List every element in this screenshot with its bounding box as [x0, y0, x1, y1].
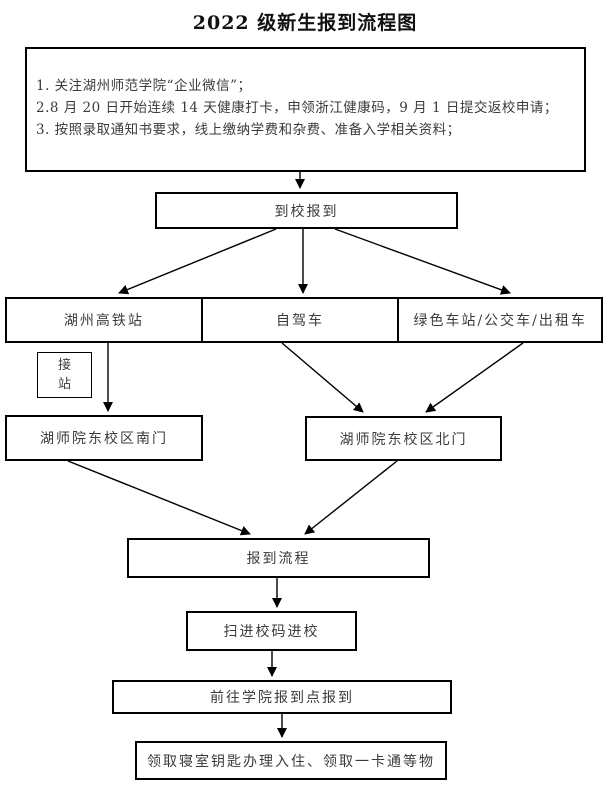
node-scan-entry-code: 扫进校码进校 [186, 611, 357, 651]
arrow-arrive-to-rail [118, 228, 277, 295]
pickup-label: 接站 [57, 358, 71, 392]
node-south-gate: 湖师院东校区南门 [5, 415, 203, 461]
node-self-drive: 自驾车 [200, 299, 398, 341]
transport-options-row: 湖州高铁站 自驾车 绿色车站/公交车/出租车 [5, 297, 603, 343]
node-rail-station: 湖州高铁站 [63, 313, 144, 329]
arrow-southgate-to-registerflow [67, 460, 251, 536]
node-arrive-at-school: 到校报到 [155, 192, 458, 229]
node-college-checkin-point: 前往学院报到点报到 [112, 680, 452, 714]
node-green-station-bus-taxi: 绿色车站/公交车/出租车 [397, 299, 601, 341]
preparation-notes-box: 1. 关注湖州师范学院“企业微信”； 2.8 月 20 日开始连续 14 天健康… [25, 47, 586, 172]
arrow-selfdrive-to-northgate [281, 342, 364, 413]
note-line-3: 3. 按照录取通知书要求，线上缴纳学费和杂费、准备入学相关资料； [36, 122, 461, 138]
arrow-northgate-to-registerflow [304, 460, 398, 535]
note-line-1: 1. 关注湖州师范学院“企业微信”； [36, 78, 252, 94]
node-north-gate: 湖师院东校区北门 [305, 416, 502, 461]
node-pickup-station: 接站 [37, 352, 92, 398]
page-title: 2022 级新生报到流程图 [192, 12, 418, 34]
node-register-flow: 报到流程 [127, 538, 430, 578]
arrow-greenstation-to-northgate [425, 342, 524, 413]
note-line-2: 2.8 月 20 日开始连续 14 天健康打卡，申领浙江健康码，9 月 1 日提… [36, 100, 558, 116]
arrow-arrive-to-greenstation [334, 228, 511, 295]
node-dorm-key-card: 领取寝室钥匙办理入住、领取一卡通等物 [135, 741, 447, 780]
